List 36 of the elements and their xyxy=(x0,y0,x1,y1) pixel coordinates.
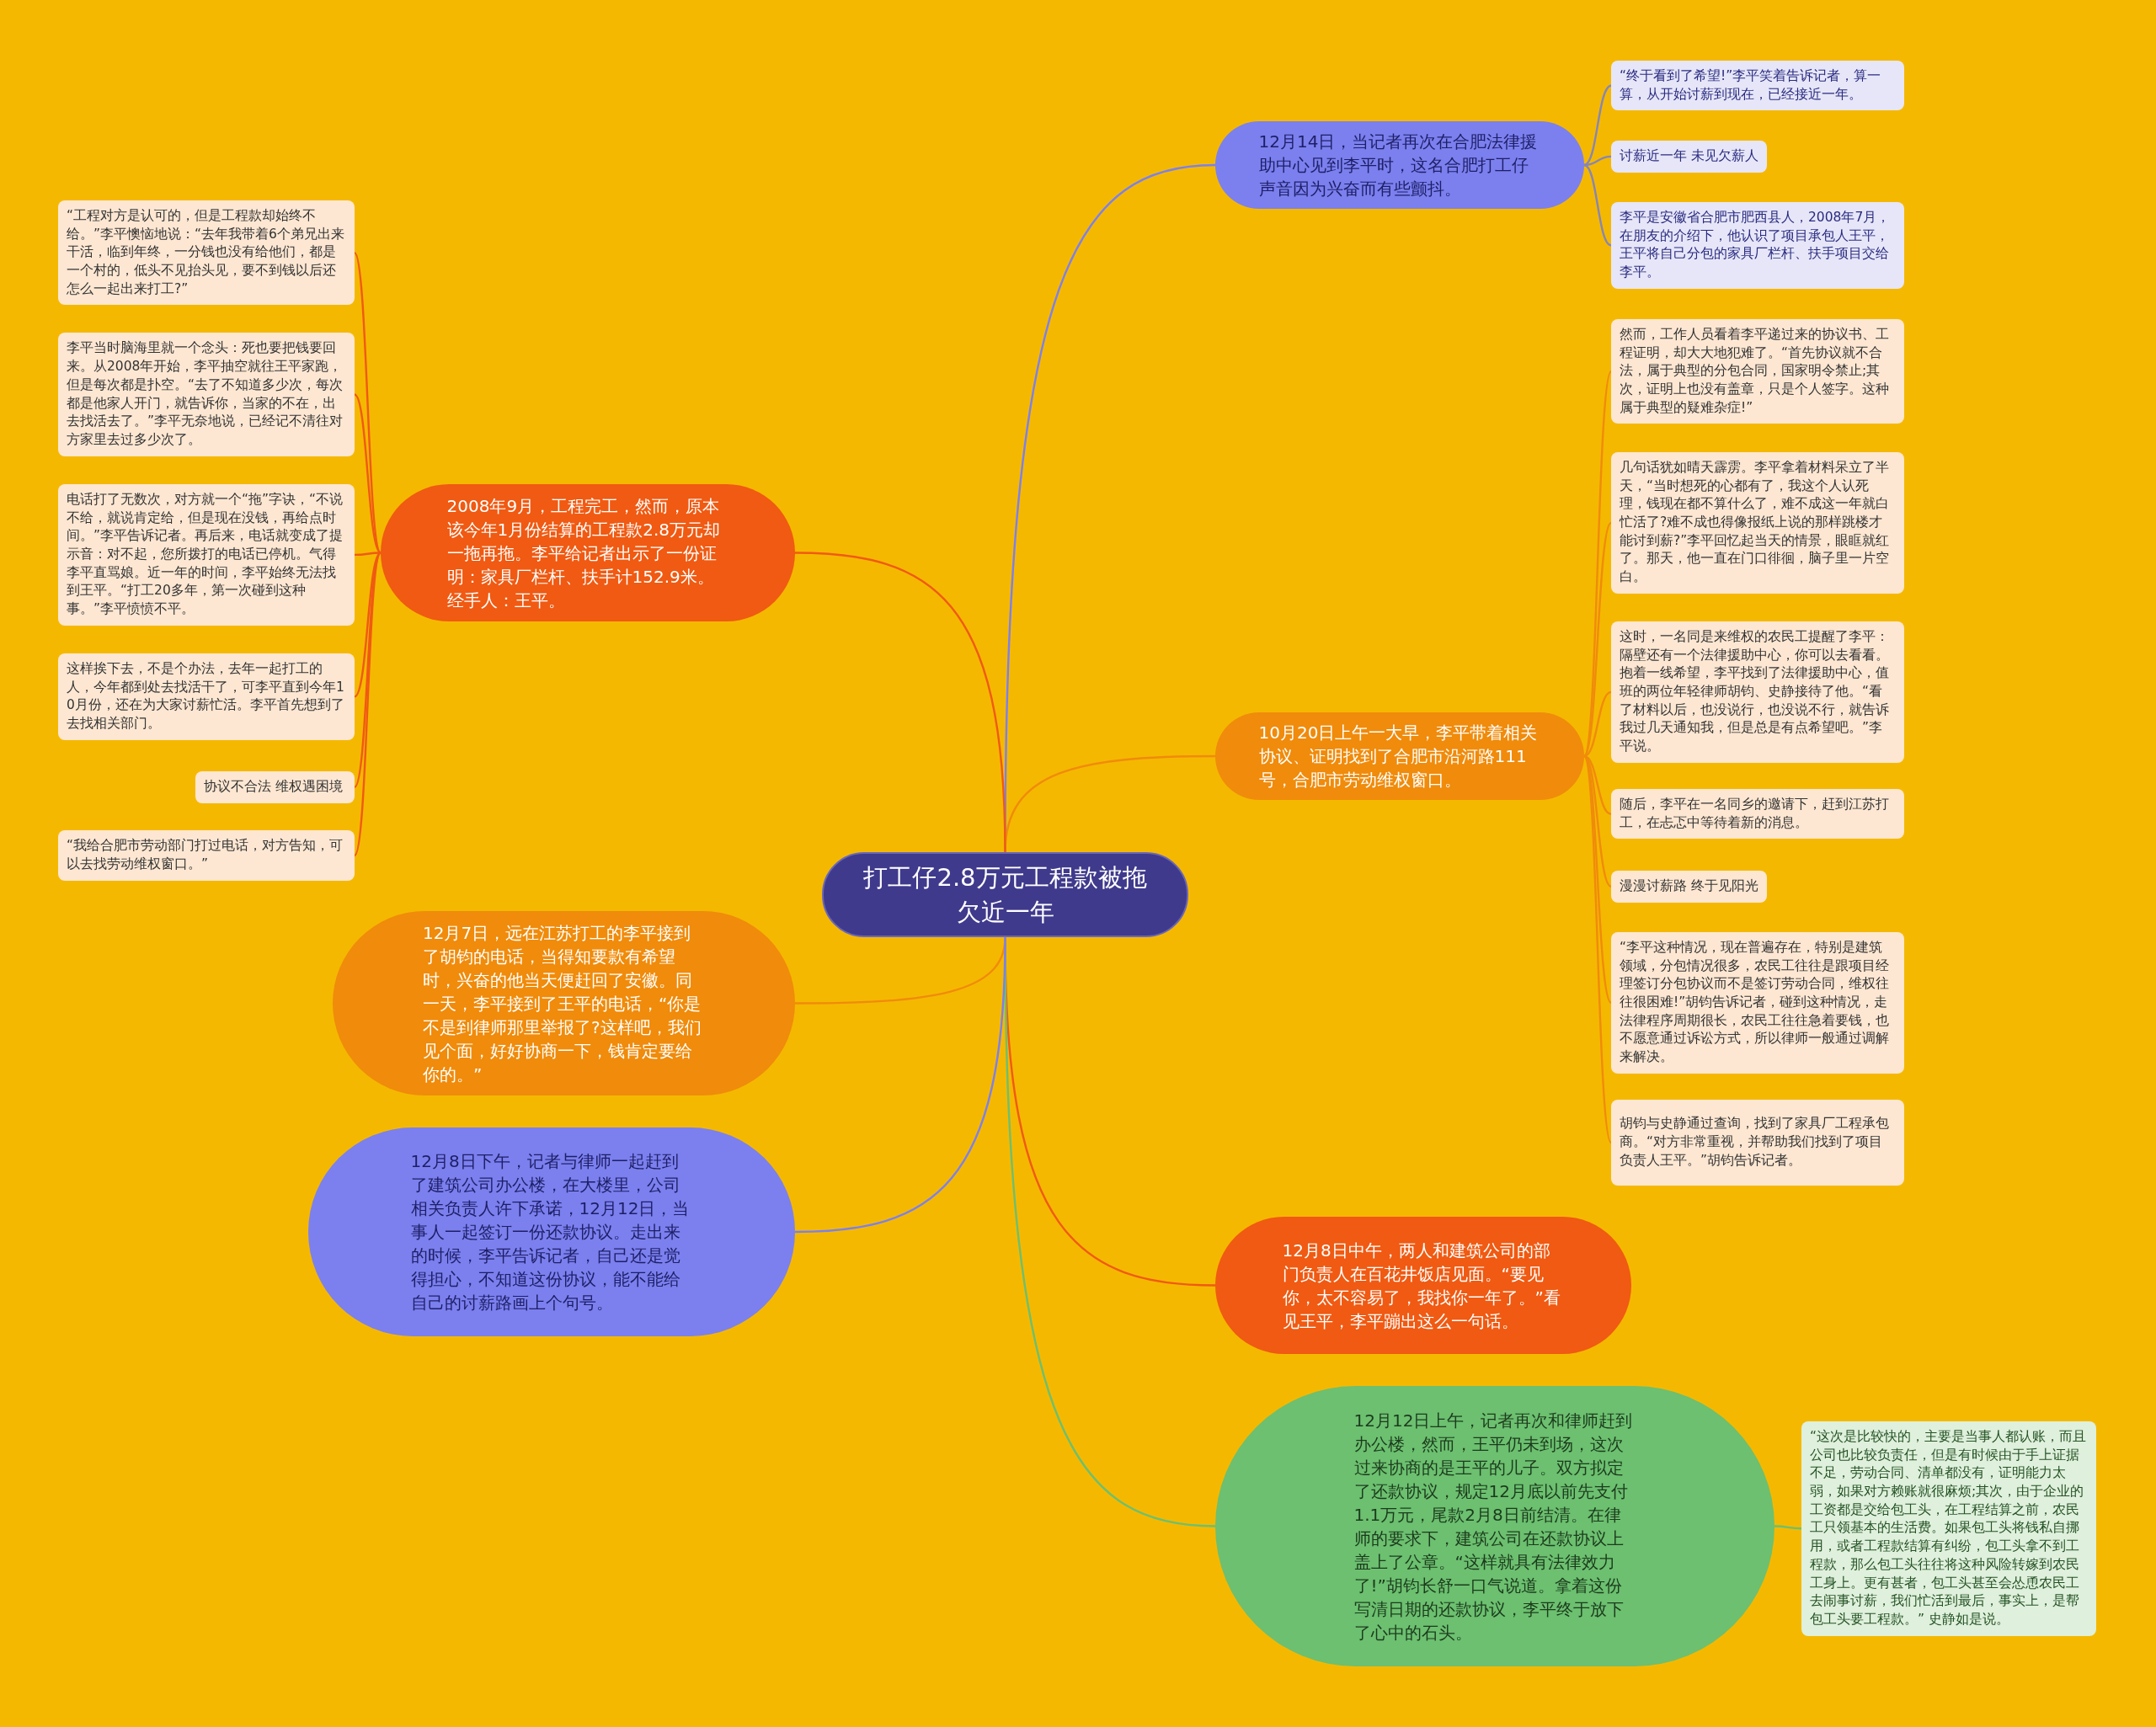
connector xyxy=(1583,522,1612,757)
connector xyxy=(1774,1525,1801,1530)
note-card: “这次是比较快的，主要是当事人都认账，而且公司也比较负责任，但是有时候由于手上证据不足，劳动合同、清单都没有，证明能力太弱，如果对方赖账就很麻烦;其次，由于企业的工资都是交给包工头，在工程结算之前，农民工只领基本的生活费。如果包工头将钱私自挪用，或者工程款结算有纠纷，包工头拿不到工程款，那么包工头往往将这种风险转嫁到农民工身上。更有甚者，包工头甚至会怂恿农民工去闹事讨薪，我们忙活到最后，事实上，是帮包工头要工程款。” 史静如是说。 xyxy=(1801,1421,2096,1636)
connector xyxy=(1583,155,1612,167)
connector xyxy=(1583,84,1612,167)
note-card: 漫漫讨薪路 终于见阳光 xyxy=(1611,871,1767,903)
note-card: 这时，一名同是来维权的农民工提醒了李平：隔壁还有一个法律援助中心，你可以去看看。抱着一线希望，李平找到了法律援助中心，值班的两位年轻律师胡钧、史静接待了他。“看了材料以后，也没说行，也没说不行，就告诉我过几天通知我，但是总是有点希望吧。”李平说。 xyxy=(1611,621,1904,763)
note-card: “李平这种情况，现在普遍存在，特别是建筑领域，分包情况很多，农民工往往是跟项目经理签订分包协议而不是签订劳动合同，维权往往很困难!”胡钧告诉记者，碰到这种情况，走法律程序周期很长，农民工往往急着要钱，也不愿意通过诉讼方式，所以律师一般通过调解来解决。 xyxy=(1611,932,1904,1074)
topic-bubble: 12月8日下午，记者与律师一起赶到了建筑公司办公楼，在大楼里，公司相关负责人许下承诺，12月12日，当事人一起签订一份还款协议。走出来的时候，李平告诉记者，自己还是觉得担心，不知道这份协议，能不能给自己的讨薪路画上个句号。 xyxy=(308,1127,795,1336)
topic-bubble: 10月20日上午一大早，李平带着相关协议、证明找到了合肥市沿河路111号，合肥市劳动维权窗口。 xyxy=(1215,712,1584,800)
topic-bubble: 12月7日，远在江苏打工的李平接到了胡钧的电话，当得知要款有希望时，兴奋的他当天便赶回了安徽。同一天，李平接到了王平的电话，“你是不是到律师那里举报了?这样吧，我们见个面，好好协商一下，钱肯定要给你的。” xyxy=(333,911,795,1095)
note-card: 随后，李平在一名同乡的邀请下，赶到江苏打工，在忐忑中等待着新的消息。 xyxy=(1611,789,1904,840)
note-card: 李平是安徽省合肥市肥西县人，2008年7月，在朋友的介绍下，他认识了项目承包人王平，王平将自己分包的家具厂栏杆、扶手项目交给李平。 xyxy=(1611,202,1904,289)
note-card: “终于看到了希望!”李平笑着告诉记者，算一算，从开始讨薪到现在，已经接近一年。 xyxy=(1611,61,1904,111)
topic-bubble: 2008年9月，工程完工，然而，原本该今年1月份结算的工程款2.8万元却一拖再拖。李平给记者出示了一份证明：家具厂栏杆、扶手计152.9米。经手人：王平。 xyxy=(381,484,795,621)
topic-bubble: 12月12日上午，记者再次和律师赶到办公楼，然而，王平仍未到场，这次过来协商的是王平的儿子。双方拟定了还款协议，规定12月底以前先支付1.1万元，尾款2月8日前结清。在律师的要求下，建筑公司在还款协议上盖上了公章。“这样就具有法律效力了!”胡钧长舒一口气说道。拿着这份写清日期的还款协议，李平终于放下了心中的石头。 xyxy=(1215,1386,1774,1666)
connector xyxy=(355,552,381,557)
note-card: 胡钧与史静通过查询，找到了家具厂工程承包商。“对方非常重视，并帮助我们找到了项目负责人王平。”胡钧告诉记者。 xyxy=(1611,1100,1904,1186)
central-topic: 打工仔2.8万元工程款被拖欠近一年 xyxy=(822,852,1188,938)
note-card: 电话打了无数次，对方就一个“拖”字诀，“不说不给，就说肯定给，但是现在没钱，再给点时间。”李平告诉记者。再后来，电话就变成了提示音：对不起，您所拨打的电话已停机。气得李平直骂娘。近一年的时间，李平始终无法找到王平。“打工20多年，第一次碰到这种事。”李平愤愤不平。 xyxy=(58,484,355,626)
connector xyxy=(1583,690,1612,758)
note-card: 李平当时脑海里就一个念头：死也要把钱要回来。从2008年开始，李平抽空就往王平家跑，但是每次都是扑空。“去了不知道多少次，每次都是他家人开门，就告诉你，当家的不在，出去找活去了。”李平无奈地说，已经记不清往对方家里去过多少次了。 xyxy=(58,333,355,456)
note-card: 协议不合法 维权遇困境 xyxy=(195,771,355,803)
note-card: 这样挨下去，不是个办法，去年一起打工的人，今年都到处去找活干了，可李平直到今年10月份，还在为大家讨薪忙活。李平首先想到了去找相关部门。 xyxy=(58,653,355,740)
topic-bubble: 12月14日，当记者再次在合肥法律援助中心见到李平时，这名合肥打工仔声音因为兴奋而有些颤抖。 xyxy=(1215,121,1584,209)
note-card: 几句话犹如晴天霹雳。李平拿着材料呆立了半天，“当时想死的心都有了，我这个人认死理，钱现在都不算什么了，难不成这一年就白忙活了?难不成也得像报纸上说的那样跳楼才能讨到薪?”李平回忆起当天的情景，眼眶就红了。那天，他一直在门口徘徊，脑子里一片空白。 xyxy=(1611,452,1904,594)
note-card: “工程对方是认可的，但是工程款却始终不给。”李平懊恼地说：“去年我带着6个弟兄出来干活，临到年终，一分钱也没有给他们，都是一个村的，低头不见抬头见，要不到钱以后还怎么一起出来打工?” xyxy=(58,200,355,306)
connector xyxy=(794,937,1006,1234)
connector xyxy=(354,393,382,554)
connector xyxy=(1582,755,1613,1143)
note-card: 讨薪近一年 未见欠薪人 xyxy=(1611,141,1767,173)
note-card: “我给合肥市劳动部门打过电话，对方告知，可以去找劳动维权窗口。” xyxy=(58,830,355,881)
connector xyxy=(1583,163,1612,247)
topic-bubble: 12月8日中午，两人和建筑公司的部门负责人在百花井饭店见面。“要见你，太不容易了，我找你一年了。”看见王平，李平蹦出这么一句话。 xyxy=(1215,1217,1631,1354)
connector xyxy=(794,552,1006,853)
note-card: 然而，工作人员看着李平递过来的协议书、工程证明，却大大地犯难了。“首先协议就不合法，属于典型的分包合同，国家明令禁止;其次，证明上也没有盖章，只是个人签字。这种属于典型的疑难杂症!” xyxy=(1611,319,1904,424)
